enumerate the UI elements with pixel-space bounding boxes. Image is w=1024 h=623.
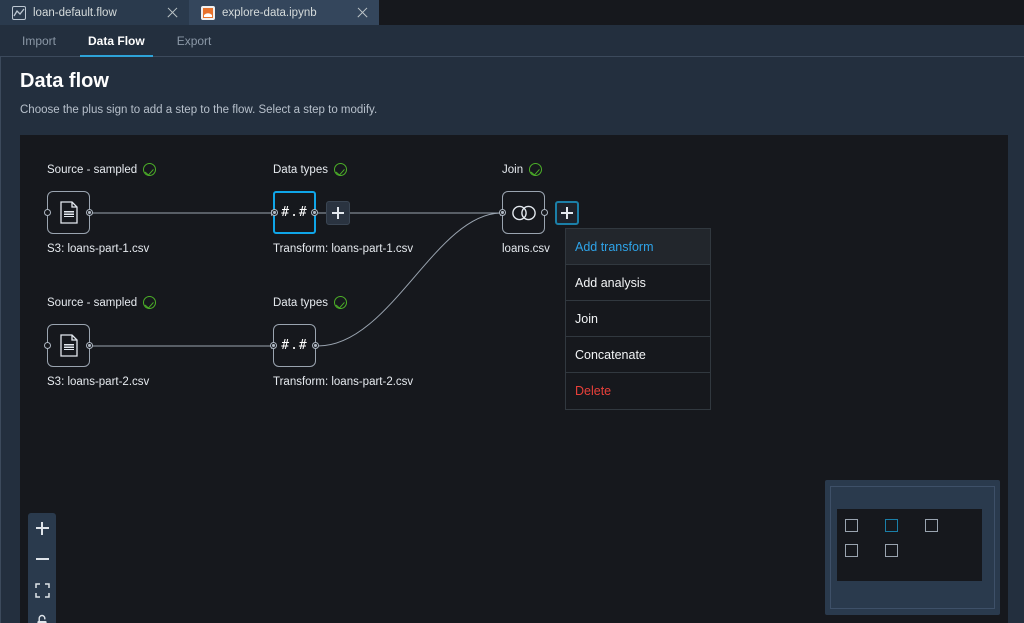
minimap-node — [845, 544, 858, 557]
flow-subnav: Import Data Flow Export — [0, 25, 1024, 57]
input-port[interactable] — [271, 209, 278, 216]
editor-tab-strip: loan-default.flow explore-data.ipynb — [0, 0, 1024, 25]
tab-explore-data-ipynb[interactable]: explore-data.ipynb — [189, 0, 379, 25]
minimap-viewport[interactable] — [837, 509, 982, 581]
menu-item-join[interactable]: Join — [566, 301, 710, 337]
number-sign-icon: #.# — [281, 205, 308, 220]
file-document-icon — [59, 334, 78, 357]
tab-title: loan-default.flow — [33, 6, 117, 19]
menu-item-concatenate[interactable]: Concatenate — [566, 337, 710, 373]
status-ok-icon — [333, 163, 347, 176]
zoom-out-icon[interactable] — [32, 549, 52, 569]
page-title: Data flow — [20, 70, 109, 92]
flow-node-caption: Transform: loans-part-2.csv — [273, 376, 414, 388]
flow-node-caption: S3: loans-part-1.csv — [47, 243, 150, 255]
flow-node-join[interactable]: Join loans.csv — [499, 163, 550, 255]
output-port[interactable] — [86, 209, 93, 216]
flow-node-box[interactable] — [44, 324, 93, 367]
tab-data-flow[interactable]: Data Flow — [72, 34, 161, 57]
canvas-minimap[interactable] — [825, 480, 1000, 615]
status-ok-icon — [143, 296, 157, 309]
venn-diagram-icon — [511, 205, 536, 220]
zoom-in-icon[interactable] — [32, 518, 52, 538]
tab-import[interactable]: Import — [22, 34, 57, 48]
tab-title: explore-data.ipynb — [222, 6, 317, 19]
flow-canvas[interactable]: Source - sampled S3: loans-part-1.csv Da… — [20, 135, 1008, 623]
flow-node-label: Data types — [273, 296, 347, 309]
flow-node-label: Source - sampled — [47, 163, 157, 176]
jupyter-notebook-icon — [201, 5, 215, 20]
flow-node-source-1[interactable]: Source - sampled S3: loans-part-1.csv — [44, 163, 157, 255]
flow-node-label-text: Source - sampled — [47, 296, 138, 309]
flow-node-caption: Transform: loans-part-1.csv — [273, 243, 414, 255]
minimap-node — [925, 519, 938, 532]
input-port[interactable] — [499, 209, 506, 216]
flow-node-source-2[interactable]: Source - sampled S3: loans-part-2.csv — [44, 296, 157, 388]
close-icon[interactable] — [166, 6, 179, 19]
flow-node-label: Join — [502, 163, 543, 176]
output-port[interactable] — [541, 209, 548, 216]
flow-node-label-text: Data types — [273, 163, 328, 176]
flow-file-icon — [12, 5, 26, 20]
menu-item-add-analysis[interactable]: Add analysis — [566, 265, 710, 301]
left-rail — [0, 57, 4, 623]
close-icon[interactable] — [356, 6, 369, 19]
canvas-zoom-controls — [28, 513, 56, 623]
output-port[interactable] — [86, 342, 93, 349]
input-port[interactable] — [44, 209, 51, 216]
flow-node-caption: loans.csv — [502, 243, 550, 255]
file-document-icon — [59, 201, 78, 224]
status-ok-icon — [333, 296, 347, 309]
flow-node-label-text: Source - sampled — [47, 163, 138, 176]
page-subtitle: Choose the plus sign to add a step to th… — [20, 104, 378, 116]
fit-to-screen-icon[interactable] — [32, 580, 52, 600]
flow-node-box[interactable] — [44, 191, 93, 234]
output-port[interactable] — [312, 342, 319, 349]
flow-node-box[interactable]: #.# — [270, 324, 319, 367]
flow-node-label: Data types — [273, 163, 347, 176]
output-port[interactable] — [311, 209, 318, 216]
input-port[interactable] — [270, 342, 277, 349]
flow-node-box[interactable] — [499, 191, 548, 234]
plus-icon — [566, 207, 568, 219]
minimap-frame — [830, 486, 995, 609]
tab-export[interactable]: Export — [176, 34, 212, 48]
tab-loan-default-flow[interactable]: loan-default.flow — [0, 0, 189, 25]
flow-node-label: Source - sampled — [47, 296, 157, 309]
lock-icon[interactable] — [32, 611, 52, 623]
flow-node-datatypes-2[interactable]: Data types #.# Transform: loans-part-2.c… — [270, 296, 413, 388]
minimap-node-selected — [885, 519, 898, 532]
menu-item-add-transform[interactable]: Add transform — [566, 229, 710, 265]
input-port[interactable] — [44, 342, 51, 349]
menu-item-delete[interactable]: Delete — [575, 384, 612, 398]
node-context-menu[interactable]: Add transform Add analysis Join Concaten… — [565, 228, 711, 410]
add-step-button-join[interactable] — [555, 201, 579, 225]
status-ok-icon — [529, 163, 543, 176]
status-ok-icon — [143, 163, 157, 176]
number-sign-icon: #.# — [281, 338, 308, 353]
add-step-button-datatypes-1[interactable] — [326, 201, 350, 225]
minimap-node — [885, 544, 898, 557]
minimap-node — [845, 519, 858, 532]
flow-node-datatypes-1[interactable]: Data types #.# Transform: loans-part-1.c… — [271, 163, 413, 255]
flow-node-caption: S3: loans-part-2.csv — [47, 376, 150, 388]
flow-node-label-text: Data types — [273, 296, 328, 309]
flow-node-box[interactable]: #.# — [271, 191, 318, 234]
plus-icon — [337, 207, 339, 219]
flow-node-label-text: Join — [502, 163, 524, 176]
